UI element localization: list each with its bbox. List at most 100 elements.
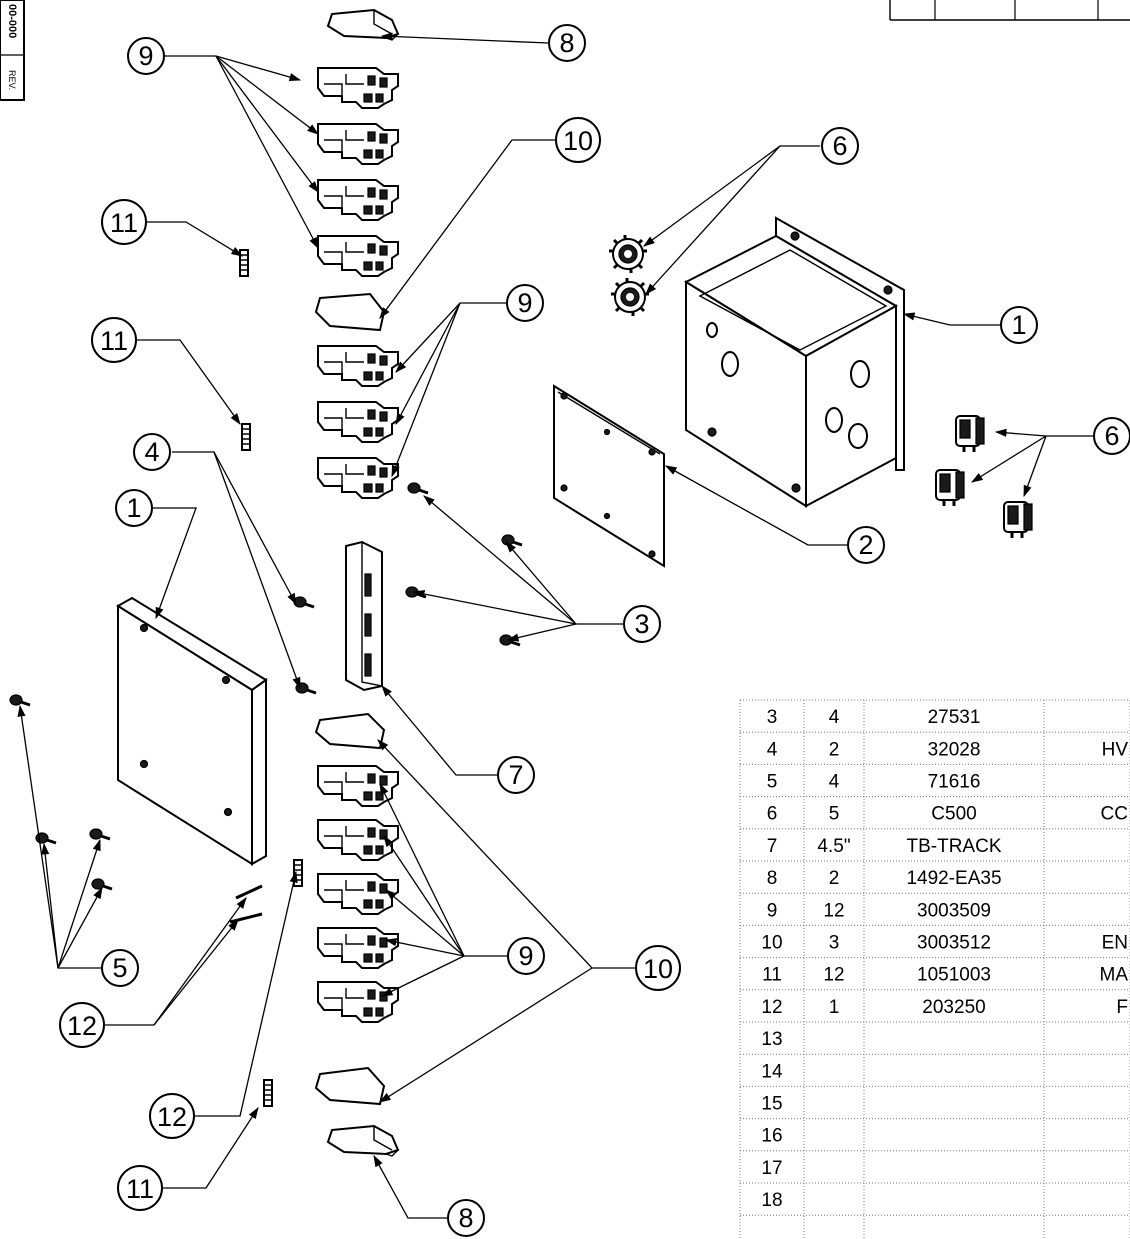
balloon-6-right: 6 [1093,417,1130,455]
svg-text:1: 1 [1011,310,1026,340]
drawing-number: 00-000 [6,4,18,38]
balloon-11-mid: 11 [91,317,137,363]
din-rail [345,540,383,692]
bom-part-number: 1051003 [917,965,991,986]
bom-part-number: 27531 [928,707,981,728]
end-anchor-top [327,9,399,41]
bom-qty: 4 [829,707,840,728]
balloon-6-top: 6 [821,127,859,165]
svg-text:12: 12 [67,1011,97,1041]
bom-part-number: 203250 [922,997,985,1018]
marker-2 [241,423,251,451]
svg-text:9: 9 [517,288,532,318]
terminal-blocks-lower [317,765,399,1023]
connector-3 [1002,500,1034,540]
bom-item: 11 [762,965,782,986]
bom-item: 3 [767,707,778,728]
bom-part-number: C500 [931,804,976,825]
balloon-11-bot: 11 [117,1165,163,1211]
bom-item: 8 [767,868,778,889]
title-block-top-right [889,0,1130,21]
balloons: 8 9 10 6 11 9 1 11 6 4 1 2 3 7 5 9 10 12… [59,24,1130,1237]
bom-qty: 1 [829,997,840,1018]
leader-lines [17,32,1094,1219]
bom-qty: 2 [829,868,840,889]
bom-part-number: 3003509 [917,900,991,921]
svg-text:9: 9 [518,941,533,971]
balloon-10-top: 10 [555,117,601,163]
connector-2 [934,468,966,508]
balloon-2: 2 [847,526,885,564]
connector-1 [954,414,986,454]
marker-1 [239,249,249,277]
bom-item: 12 [761,997,782,1018]
svg-text:11: 11 [110,208,138,238]
bom-part-number: 1492-EA35 [906,868,1001,889]
svg-text:7: 7 [508,760,523,790]
svg-text:11: 11 [100,326,128,356]
bom-item: 16 [761,1126,782,1147]
balloon-10-bot: 10 [635,945,681,991]
enclosure-cover [116,596,268,866]
svg-text:8: 8 [458,1203,473,1233]
bom-item: 4 [767,739,778,760]
svg-text:8: 8 [559,28,574,58]
bom-item: 9 [767,900,778,921]
bom-qty: 12 [823,900,844,921]
bom-qty: 2 [829,739,840,760]
svg-text:12: 12 [157,1102,187,1132]
bom-item: 13 [761,1029,782,1050]
end-barrier-upper [314,292,386,332]
bom-item: 18 [761,1190,782,1211]
bom-part-number: 71616 [928,772,981,793]
marker-4 [263,1079,273,1107]
svg-text:2: 2 [858,530,873,560]
bom-description: HV [1102,739,1129,760]
bom-item: 5 [767,772,778,793]
bom-part-number: 32028 [928,739,981,760]
rev-label: REV. [7,70,17,90]
bom-item: 10 [761,933,782,954]
bom-qty: 4.5" [817,836,850,857]
bom-part-number: TB-TRACK [907,836,1002,857]
end-barrier-lower-1 [314,712,386,750]
bom-part-number: 3003512 [917,933,991,954]
svg-text:1: 1 [126,493,141,523]
svg-text:11: 11 [126,1174,154,1204]
svg-text:5: 5 [112,953,127,983]
balloon-5: 5 [101,949,139,987]
balloon-8-top: 8 [548,24,586,62]
balloon-9-bot: 9 [507,937,545,975]
bom-item: 14 [761,1061,783,1082]
svg-text:4: 4 [144,437,159,467]
bom-qty: 4 [829,772,840,793]
svg-text:6: 6 [832,131,847,161]
enclosure-box [683,216,905,508]
svg-text:9: 9 [138,41,153,71]
balloon-9-mid: 9 [506,284,544,322]
bom-qty: 3 [829,933,840,954]
bom-description: MA [1100,965,1129,986]
bom-description: CC [1101,804,1128,825]
back-panel [553,384,665,568]
bom-description: EN [1102,933,1128,954]
svg-text:6: 6 [1104,421,1119,451]
balloon-12-a: 12 [59,1002,105,1048]
balloon-11-top: 11 [101,199,147,245]
svg-text:10: 10 [643,954,673,984]
bom-item: 6 [767,804,778,825]
balloon-4: 4 [133,433,171,471]
balloon-7: 7 [497,756,535,794]
bom-item: 15 [761,1094,782,1115]
bom-qty: 12 [823,965,844,986]
balloon-12-b: 12 [149,1093,195,1139]
balloon-9-top: 9 [127,37,165,75]
svg-text:10: 10 [563,126,593,156]
bom-item: 7 [767,836,778,857]
terminal-blocks-middle [317,345,399,499]
end-barrier-lower-2 [314,1066,386,1106]
bom-description: F [1116,997,1128,1018]
balloon-1-cover: 1 [115,489,153,527]
cord-grip-2 [609,276,651,318]
bom-item: 17 [761,1158,782,1179]
